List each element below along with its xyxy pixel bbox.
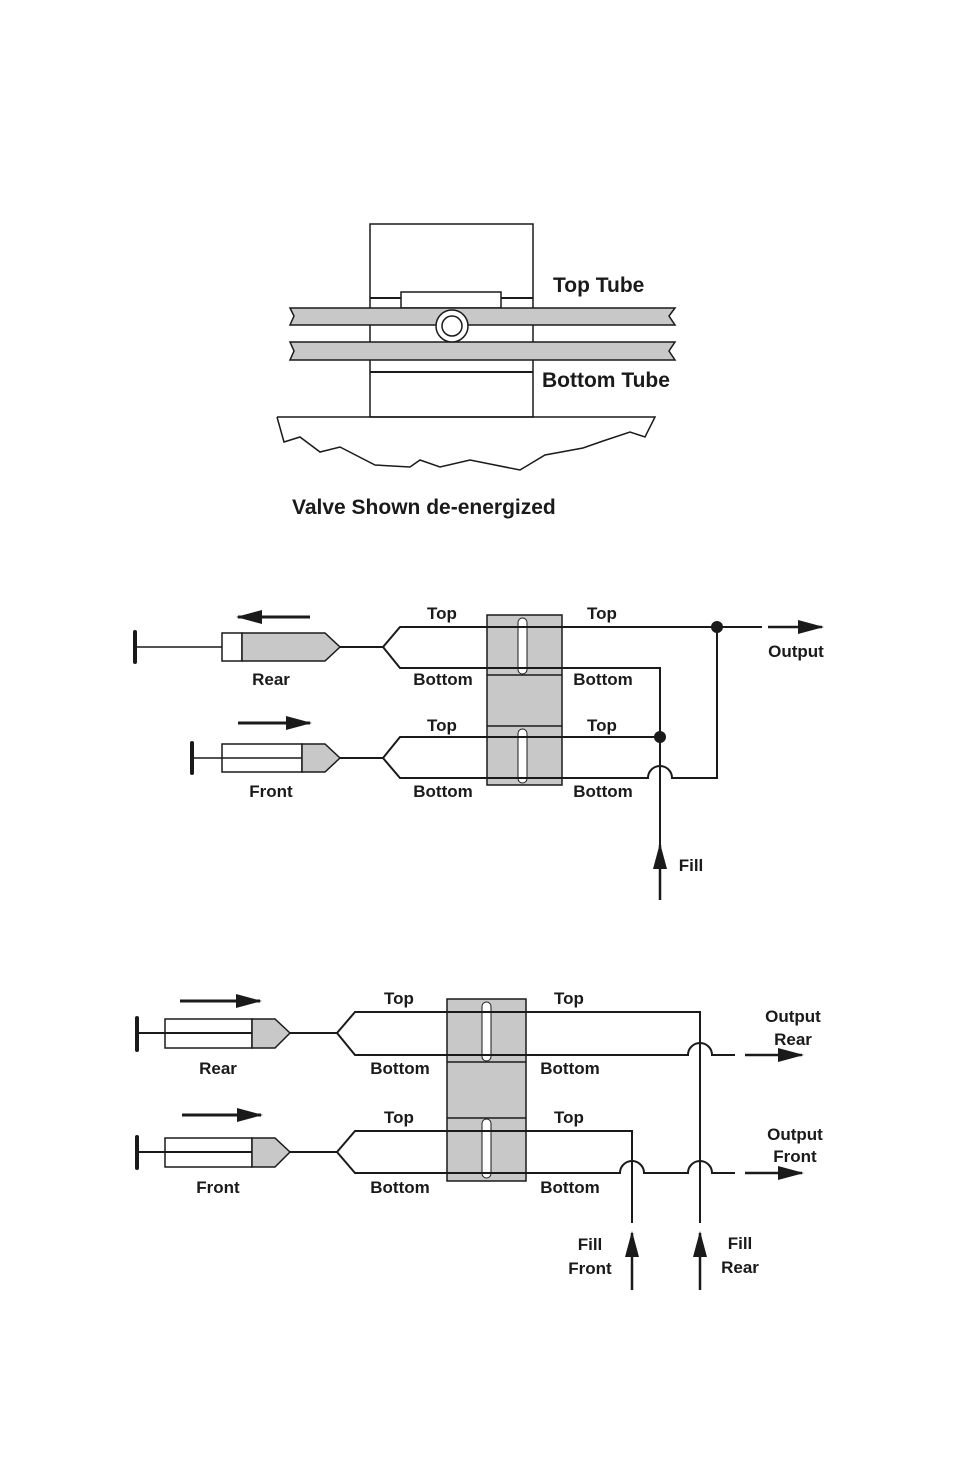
rear-bottom-tube-line <box>336 1032 735 1056</box>
junction-dot <box>711 621 723 633</box>
top-label: Top <box>587 604 617 623</box>
fill-front-label: Fill <box>578 1235 603 1254</box>
pinch-roller-inner <box>441 315 463 337</box>
single-output-circuit: Rear Front Top Top Bottom Bottom Top Top… <box>133 604 824 900</box>
bottom-label: Bottom <box>370 1178 429 1197</box>
valve-slot <box>481 1001 492 1062</box>
rear-label: Rear <box>252 670 290 689</box>
top-label: Top <box>384 989 414 1008</box>
junction-dot <box>654 731 666 743</box>
top-label: Top <box>554 989 584 1008</box>
top-label: Top <box>427 604 457 623</box>
rear-top-tube-line <box>290 1011 701 1223</box>
front-barrel-fluid <box>251 1137 292 1168</box>
bottom-label: Bottom <box>413 782 472 801</box>
front-barrel-fluid <box>301 743 342 773</box>
output-front-label: Output <box>767 1125 823 1144</box>
bottom-label: Bottom <box>540 1059 599 1078</box>
rear-top-tube-line <box>340 626 762 648</box>
figure-caption: Valve Shown de-energized <box>292 496 556 519</box>
bottom-label: Bottom <box>370 1059 429 1078</box>
rear-barrel-fluid <box>241 632 342 662</box>
output-rear-label: Output <box>765 1007 821 1026</box>
front-label: Front <box>196 1178 240 1197</box>
front-bottom-tube-line <box>382 627 718 779</box>
valve-cross-section: Top Tube Bottom Tube Valve Shown de-ener… <box>276 223 677 519</box>
rear-barrel-empty <box>221 632 243 662</box>
rear-barrel-fluid <box>251 1018 292 1049</box>
rear-bottom-tube-line <box>382 646 661 900</box>
output-rear-label: Rear <box>774 1030 812 1049</box>
bottom-label: Bottom <box>413 670 472 689</box>
top-label: Top <box>427 716 457 735</box>
bottom-label: Bottom <box>573 782 632 801</box>
output-front-label: Front <box>773 1147 817 1166</box>
top-tube-label: Top Tube <box>553 274 644 297</box>
top-label: Top <box>554 1108 584 1127</box>
fill-rear-label: Fill <box>728 1234 753 1253</box>
top-label: Top <box>587 716 617 735</box>
fill-rear-label: Rear <box>721 1258 759 1277</box>
mounting-surface <box>276 416 657 471</box>
plunger <box>400 291 502 309</box>
bottom-tube-label: Bottom Tube <box>542 369 670 392</box>
front-top-tube-line <box>340 736 660 759</box>
bottom-label: Bottom <box>540 1178 599 1197</box>
top-label: Top <box>384 1108 414 1127</box>
bottom-label: Bottom <box>573 670 632 689</box>
front-bottom-tube-line <box>336 1151 735 1174</box>
valve-slot <box>517 617 528 675</box>
valve-slot <box>481 1118 492 1179</box>
dual-output-circuit: Rear Front Top Top Bottom Bottom Top Top… <box>135 989 823 1290</box>
rear-label: Rear <box>199 1059 237 1078</box>
valve-slot <box>517 728 528 784</box>
output-label: Output <box>768 642 824 661</box>
fill-front-label: Front <box>568 1259 612 1278</box>
top-tube <box>288 307 677 326</box>
bottom-tube <box>288 341 677 361</box>
front-label: Front <box>249 782 293 801</box>
fill-label: Fill <box>679 856 704 875</box>
